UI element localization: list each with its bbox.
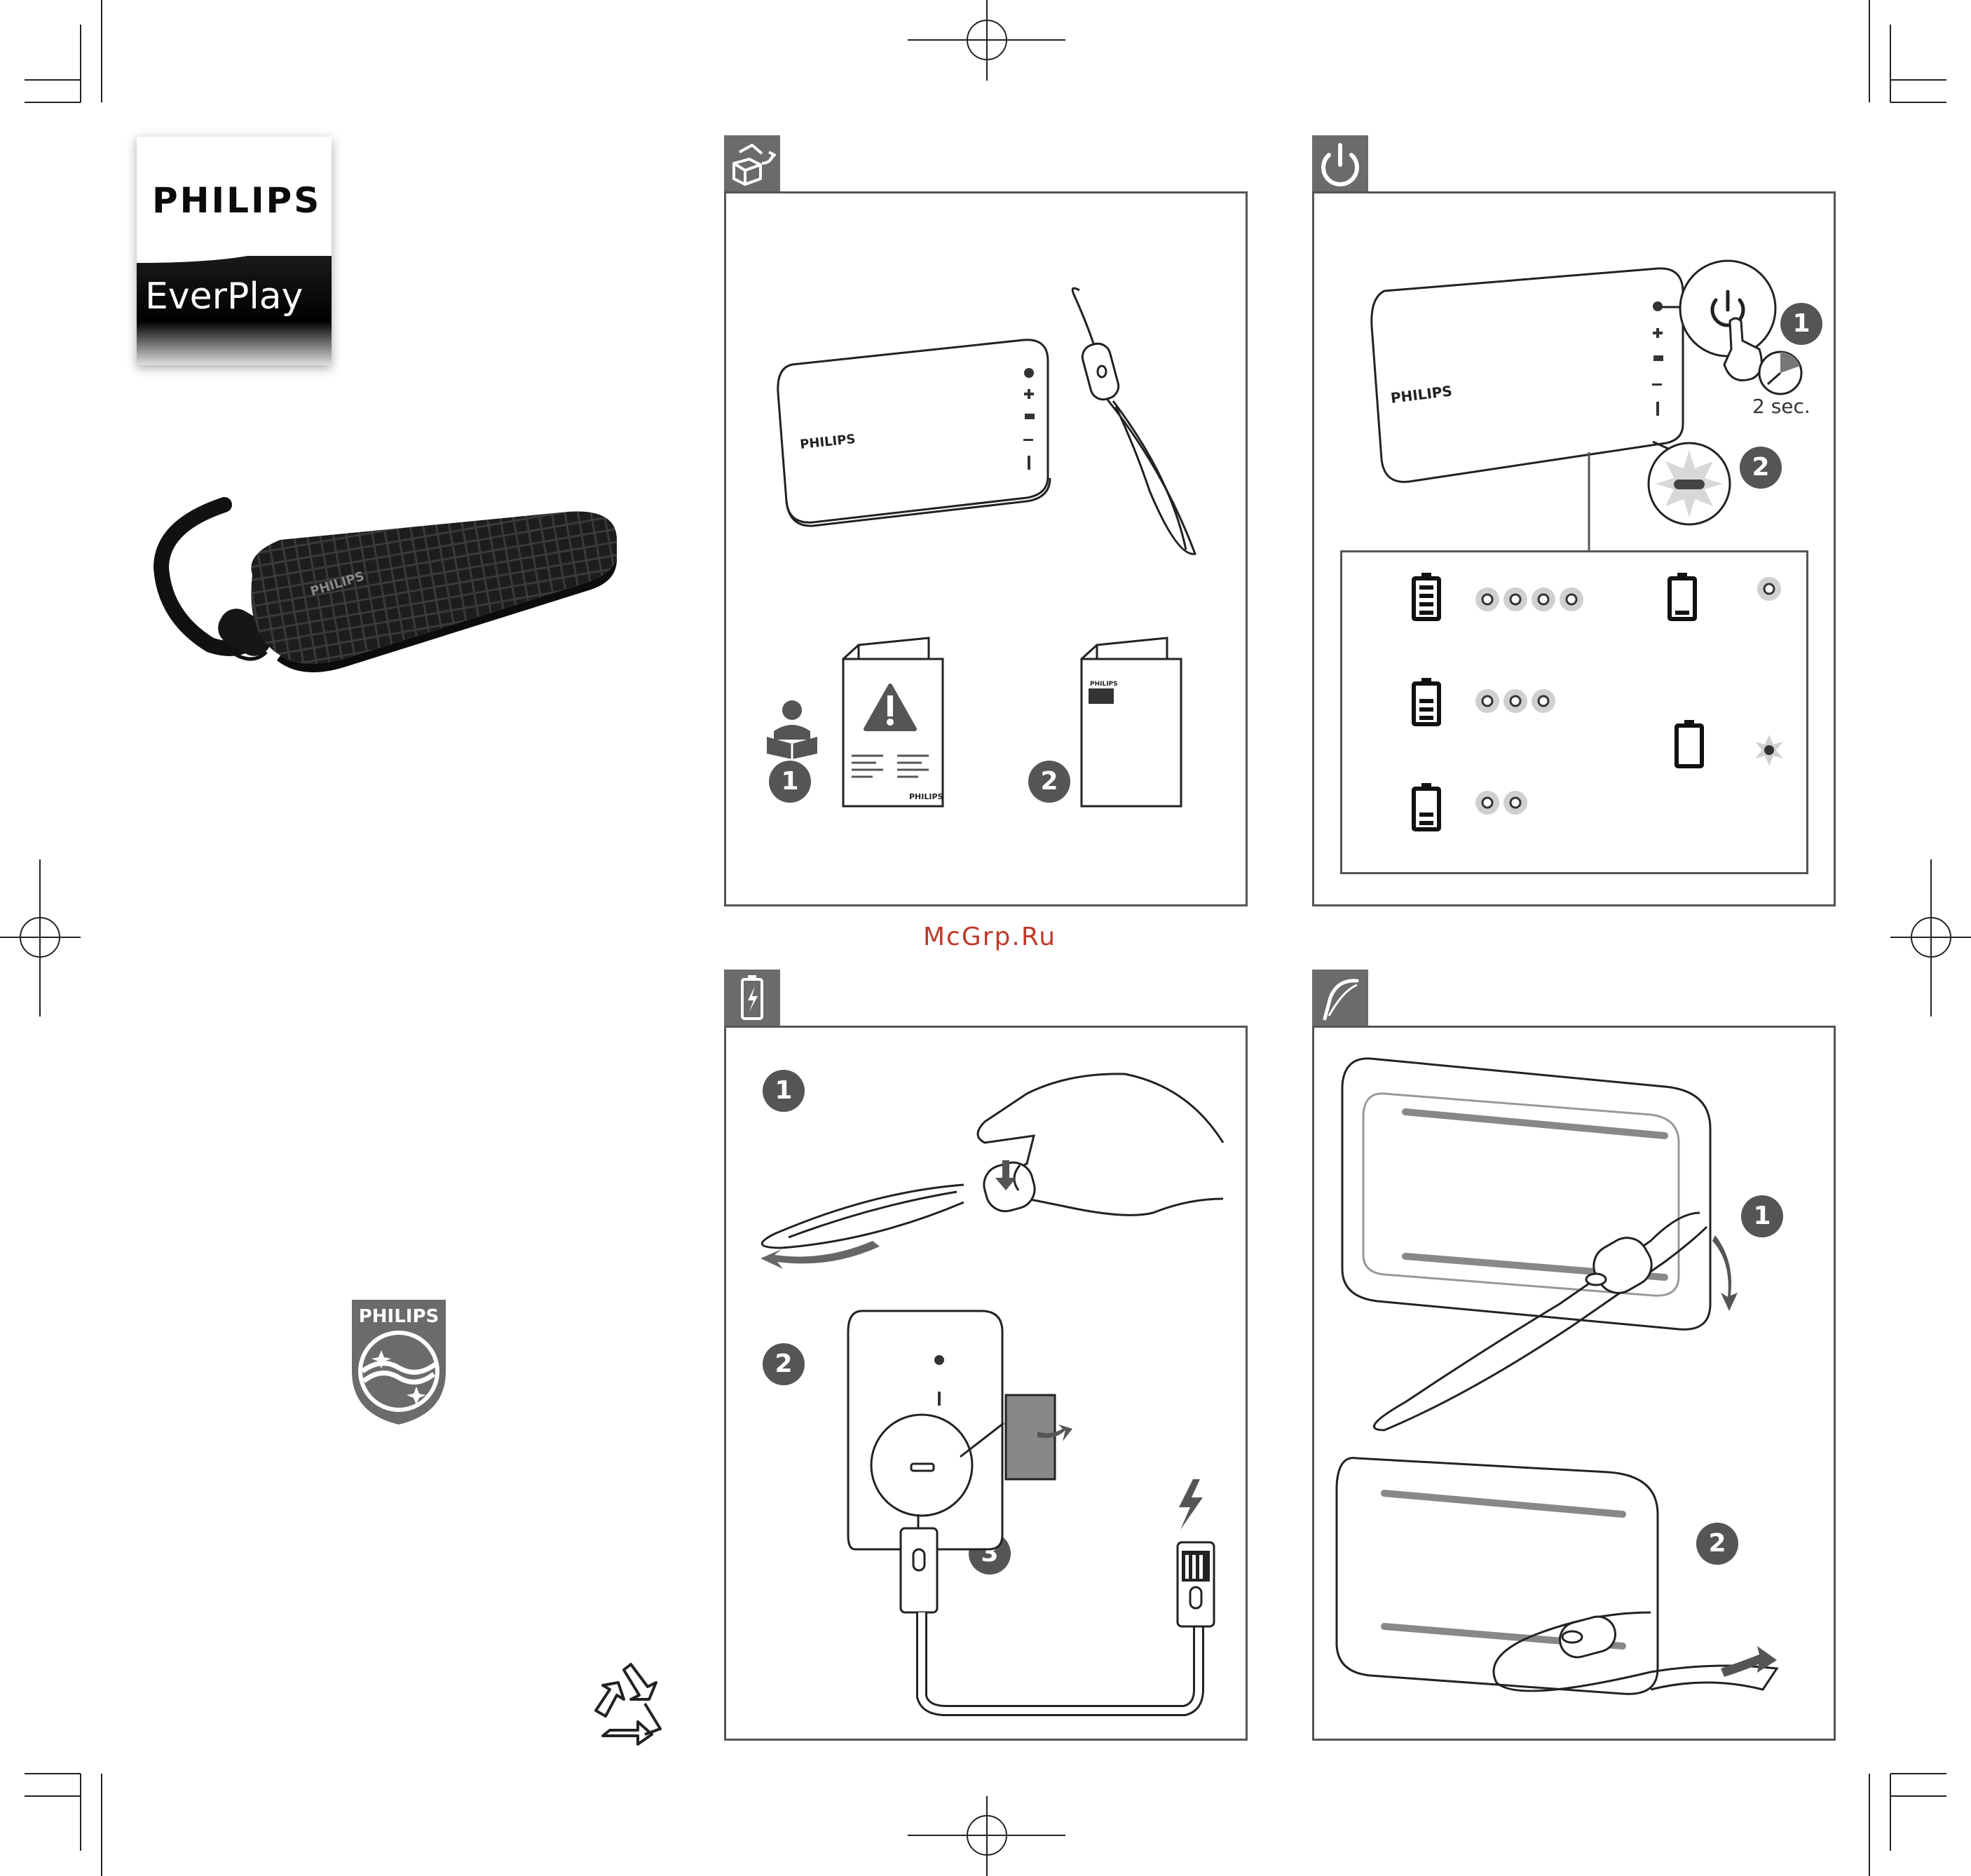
box-strap-drawing — [1065, 280, 1192, 561]
strap-release-drawing — [732, 1059, 1223, 1290]
safety-leaflet-brand: PHILIPS — [909, 792, 943, 801]
cover-logo-box: PHILIPS EverPlay — [137, 137, 332, 365]
led-indicator-icon — [1560, 587, 1583, 611]
led-indicator-icon — [1532, 587, 1555, 611]
led-indicator-icon — [1532, 689, 1555, 713]
battery-icon — [1670, 573, 1695, 619]
battery-level-row — [1677, 720, 1783, 766]
power-step-1-badge: 1 — [1780, 303, 1822, 345]
box-speaker-drawing: PHILIPS — [757, 329, 1051, 540]
battery-indicator-chart — [1340, 550, 1808, 874]
battery-level-row — [1414, 678, 1555, 724]
power-icon — [1312, 135, 1368, 191]
recycle-icon — [582, 1661, 666, 1746]
safety-leaflet: PHILIPS — [838, 638, 950, 813]
usb-charge-drawing — [806, 1304, 1199, 1711]
watermark: McGrp.Ru — [920, 923, 1060, 951]
speaker-photo: PHILIPS — [133, 477, 638, 701]
led-indicator-icon — [1757, 577, 1781, 601]
battery-icon — [1414, 573, 1439, 619]
philips-shield-logo: PHILIPS — [346, 1294, 451, 1427]
charge-step-2-badge: 2 — [763, 1343, 805, 1385]
panel-charge-tab — [724, 970, 780, 1026]
strap-attach-drawing — [1328, 1038, 1819, 1739]
shield-brand: PHILIPS — [359, 1306, 439, 1327]
cover-brand: PHILIPS — [152, 180, 321, 221]
power-hold-time: 2 sec. — [1752, 395, 1810, 418]
battery-level-row — [1414, 573, 1583, 619]
quick-start-guide: PHILIPS — [1076, 638, 1188, 813]
battery-charge-icon — [724, 970, 780, 1026]
unbox-icon — [724, 135, 780, 191]
panel-box-tab — [724, 135, 780, 191]
led-indicator-icon — [1475, 791, 1499, 815]
led-indicator-icon — [1503, 791, 1527, 815]
panel-power-tab — [1312, 135, 1368, 191]
battery-level-row — [1414, 783, 1527, 829]
led-indicator-icon — [1503, 587, 1527, 611]
strap-step-1-badge: 1 — [1741, 1195, 1783, 1237]
led-indicator-icon — [1475, 689, 1499, 713]
battery-level-row — [1670, 573, 1781, 619]
callout-connector — [1585, 452, 1593, 550]
battery-icon — [1677, 720, 1702, 766]
battery-icon — [1414, 783, 1439, 829]
led-indicator-icon — [1503, 689, 1527, 713]
led-callout — [1640, 435, 1752, 547]
box-step-1-badge: 1 — [769, 761, 811, 803]
battery-icon — [1414, 678, 1439, 724]
led-indicator-icon — [1475, 587, 1499, 611]
power-step-2-badge: 2 — [1740, 447, 1782, 489]
cover-product-name: EverPlay — [145, 276, 303, 318]
read-manual-icon — [764, 698, 820, 761]
box-step-2-badge: 2 — [1028, 761, 1070, 803]
qsg-brand: PHILIPS — [1090, 681, 1118, 688]
strap-step-2-badge: 2 — [1696, 1523, 1738, 1565]
strap-icon — [1312, 970, 1368, 1026]
blinking-led-icon — [1755, 735, 1783, 766]
panel-strap-tab — [1312, 970, 1368, 1026]
